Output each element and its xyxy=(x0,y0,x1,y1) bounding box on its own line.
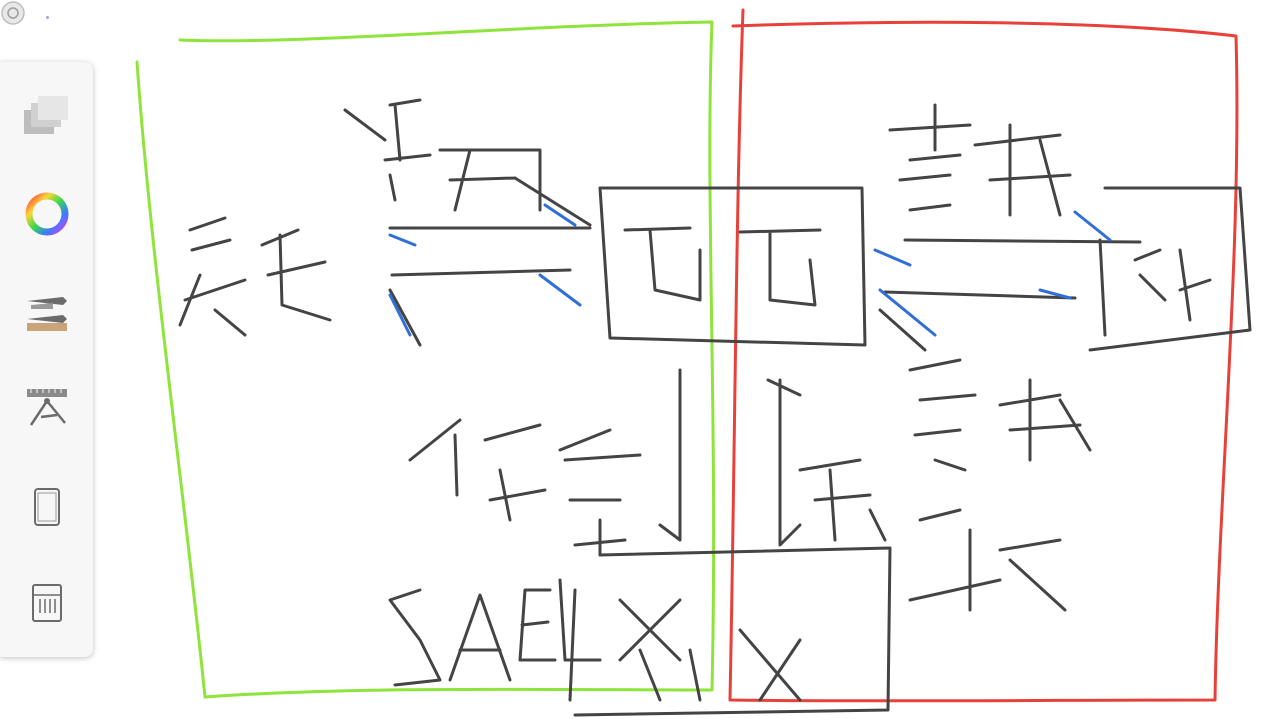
brush-icon xyxy=(27,297,67,331)
layers-icon xyxy=(24,96,68,134)
green-region-outline xyxy=(135,20,716,699)
device-frame-icon xyxy=(34,488,60,526)
ruler-compass-icon xyxy=(27,389,67,426)
grid-icon xyxy=(32,584,62,622)
selection-handle-icon[interactable] xyxy=(0,0,26,26)
tool-sidebar xyxy=(0,62,93,657)
color-picker-button[interactable] xyxy=(20,187,74,241)
red-region-outline xyxy=(728,8,1239,703)
device-frame-button[interactable] xyxy=(20,480,74,534)
brush-button[interactable] xyxy=(20,284,74,338)
grid-button[interactable] xyxy=(20,576,74,630)
layers-button[interactable] xyxy=(20,90,74,144)
color-wheel-icon xyxy=(25,192,69,236)
ruler-compass-button[interactable] xyxy=(20,380,74,434)
stray-dot xyxy=(46,16,49,19)
